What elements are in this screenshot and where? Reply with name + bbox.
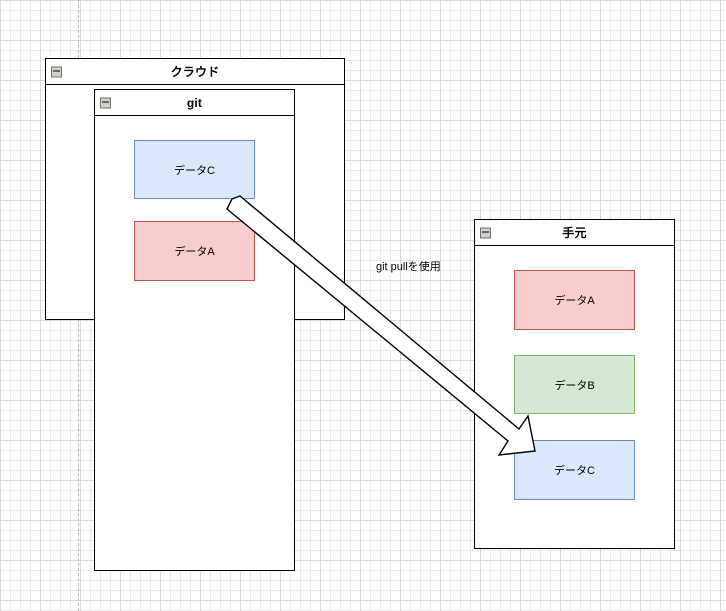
node-local-data-c[interactable]: データC <box>514 440 635 500</box>
container-git-title: git <box>186 95 203 110</box>
node-cloud-data-a[interactable]: データA <box>134 221 255 281</box>
container-local-title: 手元 <box>562 226 587 240</box>
node-cloud-data-c[interactable]: データC <box>134 140 255 199</box>
collapse-minus-icon[interactable] <box>51 66 62 77</box>
node-local-data-b[interactable]: データB <box>514 355 635 414</box>
container-local-header: 手元 <box>475 220 674 246</box>
container-cloud-title: クラウド <box>170 65 220 79</box>
container-git-header: git <box>95 90 294 116</box>
collapse-minus-icon[interactable] <box>100 97 111 108</box>
node-local-data-a[interactable]: データA <box>514 270 635 330</box>
container-cloud-header: クラウド <box>46 59 344 85</box>
edge-label-git-pull: git pullを使用 <box>376 261 441 273</box>
